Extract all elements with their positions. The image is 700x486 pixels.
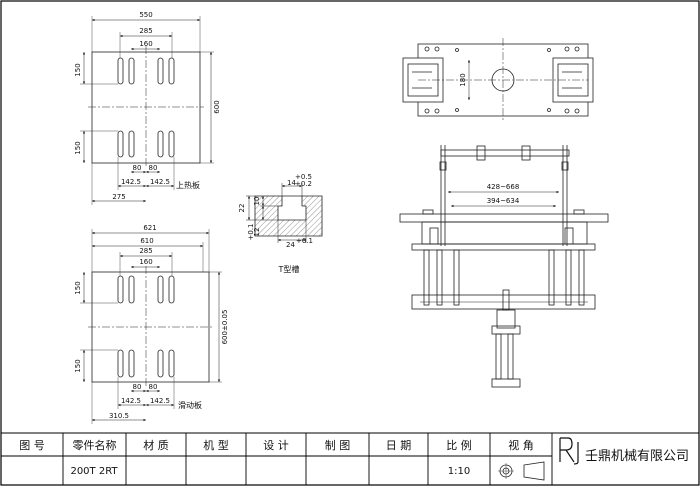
t-slot-section: 14 +0.5 +0.2 22 10 12 +0.1 24 +0.1 T型槽 (238, 173, 323, 274)
slide-dim-80-right: 80 (149, 383, 158, 391)
title-block-header-7: 比 例 (446, 438, 472, 452)
upper-dim-1425-left: 142.5 (121, 178, 141, 186)
title-block-header-1: 零件名称 (73, 438, 117, 452)
title-block-header-6: 日 期 (386, 439, 412, 452)
slide-plate-label: 滑动板 (178, 400, 202, 410)
slide-dim-3105: 310.5 (109, 412, 129, 420)
upper-plate-dimensions: 550 285 160 600 150 150 80 80 142.5 142.… (74, 11, 221, 201)
tslot-dim-22: 22 (238, 204, 246, 213)
upper-dim-150-bottom: 150 (74, 141, 82, 154)
upper-dim-150-top: 150 (74, 63, 82, 76)
title-block-header-4: 设 计 (263, 439, 289, 452)
title-block-header-0: 图 号 (19, 439, 45, 452)
tslot-dim-14-tol-lower: +0.2 (295, 180, 312, 188)
slide-plate-dimensions: 621 610 285 160 600±0.05 150 150 80 80 1… (74, 224, 229, 420)
upper-dim-275: 275 (112, 193, 125, 201)
tslot-dim-24-tol: +0.1 (296, 237, 313, 245)
model-value: 200T 2RT (70, 466, 118, 477)
slide-dim-621: 621 (143, 224, 156, 232)
tslot-dim-14: 14 (287, 179, 296, 187)
title-block-header-8: 视 角 (508, 438, 534, 452)
slide-dim-610: 610 (140, 237, 153, 245)
front-dim-180: 180 (459, 73, 467, 86)
projection-symbol-icon (498, 461, 545, 481)
tslot-dim-12: 12 (253, 228, 261, 237)
upper-dim-1425-right: 142.5 (150, 178, 170, 186)
slide-dim-160: 160 (139, 258, 152, 266)
scale-value: 1:10 (448, 466, 470, 477)
title-block-header-5: 制 图 (325, 439, 351, 452)
slide-dim-1425-right: 142.5 (150, 397, 170, 405)
slide-dim-285: 285 (139, 247, 152, 255)
slide-dim-1425-left: 142.5 (121, 397, 141, 405)
title-block-header-3: 机 型 (203, 438, 229, 452)
upper-dim-80-right: 80 (149, 164, 158, 172)
upper-dim-550: 550 (139, 11, 152, 19)
upper-dim-285: 285 (139, 27, 152, 35)
side-view (399, 145, 609, 388)
title-block: 图 号 零件名称 材 质 机 型 设 计 制 图 日 期 比 例 视 角 200T 2RT 1:… (1, 432, 699, 485)
tslot-dim-14-tol-upper: +0.5 (295, 173, 312, 181)
front-view (402, 38, 594, 122)
upper-dim-600: 600 (213, 100, 221, 113)
upper-dim-160: 160 (139, 40, 152, 48)
slide-plate-view (80, 229, 222, 424)
upper-plate-view (80, 16, 214, 205)
title-block-header-2: 材 质 (143, 438, 169, 452)
upper-plate-label: 上热板 (176, 180, 200, 190)
t-slot-label: T型槽 (278, 264, 300, 274)
tslot-dim-12-tol: +0.1 (247, 224, 255, 241)
company-name: 壬鼎机械有限公司 (585, 449, 689, 464)
slide-dim-150-bottom: 150 (74, 359, 82, 372)
tslot-dim-24: 24 (286, 241, 295, 249)
tslot-dim-10: 10 (253, 197, 261, 206)
company-logo-icon (559, 437, 579, 465)
side-view-dimensions: 428~668 394~634 (487, 183, 520, 205)
side-dim-inner-range: 394~634 (487, 197, 520, 205)
upper-dim-80-left: 80 (133, 164, 142, 172)
slide-dim-80-left: 80 (133, 383, 142, 391)
slide-dim-150-top: 150 (74, 281, 82, 294)
slide-dim-600: 600±0.05 (221, 310, 229, 345)
side-dim-outer-range: 428~668 (487, 183, 520, 191)
